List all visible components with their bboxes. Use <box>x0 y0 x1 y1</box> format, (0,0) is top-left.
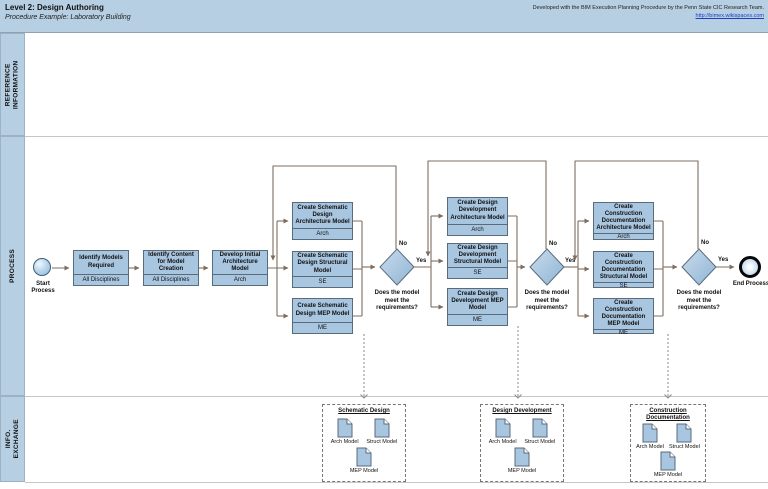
document-label: MEP Model <box>507 467 537 474</box>
document: Struct Model <box>524 418 555 445</box>
task-role: ME <box>473 317 482 323</box>
end-event-label: End Process <box>732 281 768 287</box>
document-label: Struct Model <box>669 443 700 450</box>
lane-info-exchange: INFO. EXCHANGE <box>0 396 25 482</box>
task-sd-arch: Create Schematic Design Architecture Mod… <box>292 202 353 240</box>
document: MEP Model <box>508 447 536 474</box>
lane-divider <box>25 482 768 483</box>
info-group-title: Construction Documentation <box>646 408 690 421</box>
task-identify-content: Identify Content for Model Creation All … <box>143 250 199 286</box>
document-icon <box>356 447 372 467</box>
document-label: Struct Model <box>524 438 556 445</box>
decision-diamond-construction-documentation <box>681 248 717 286</box>
info-exchange-design-development: Design Development Arch Model Struct Mod… <box>480 404 564 482</box>
data-flow-lines <box>360 326 672 399</box>
yes-label: Yes <box>416 258 427 264</box>
document-label: Arch Model <box>488 438 517 445</box>
task-cd-struct: Create Construction Documentation Struct… <box>593 251 654 290</box>
document: Struct Model <box>669 423 700 450</box>
document-icon <box>642 423 658 443</box>
start-event-label: Start Process <box>31 281 55 295</box>
decision-question: Does the model meet the requirements? <box>676 290 722 311</box>
document-label: MEP Model <box>653 471 683 478</box>
task-role: Arch <box>471 227 484 233</box>
yes-label: Yes <box>718 257 729 263</box>
lane-process: PROCESS <box>0 136 25 396</box>
document-icon <box>514 447 530 467</box>
no-label: No <box>549 241 557 247</box>
page-title: Level 2: Design Authoring <box>5 3 104 12</box>
document: Arch Model <box>636 423 664 450</box>
lane-divider <box>25 136 768 137</box>
credit-link[interactable]: http://bimex.wikispaces.com <box>695 13 764 19</box>
document: Struct Model <box>366 418 397 445</box>
task-dd-mep: Create Design Development MEP Model ME <box>447 288 508 326</box>
task-cd-mep: Create Construction Documentation MEP Mo… <box>593 298 654 337</box>
credit-text: Developed with the BIM Execution Plannin… <box>532 5 764 11</box>
document-icon <box>495 418 511 438</box>
task-role: SE <box>619 283 628 290</box>
info-group-title: Schematic Design <box>338 408 390 414</box>
document: MEP Model <box>350 447 378 474</box>
page-subtitle: Procedure Example: Laboratory Building <box>5 14 131 21</box>
task-sd-struct: Create Schematic Design Structural Model… <box>292 251 353 288</box>
task-role: All Disciplines <box>152 277 190 284</box>
task-role: Arch <box>316 231 329 237</box>
task-title: Identify Models Required <box>74 251 128 275</box>
document: MEP Model <box>654 451 682 478</box>
task-role: All Disciplines <box>82 277 120 283</box>
title-bar: Level 2: Design Authoring Procedure Exam… <box>0 0 768 33</box>
no-label: No <box>701 240 709 246</box>
decision-diamond-design-development <box>529 248 565 286</box>
task-title: Create Schematic Design Structural Model <box>293 252 352 277</box>
decision-question: Does the model meet the requirements? <box>524 290 570 311</box>
document-label: MEP Model <box>349 467 379 474</box>
task-title: Create Schematic Design Architecture Mod… <box>293 203 352 229</box>
decision-diamond-schematic <box>379 248 415 286</box>
task-role: SE <box>318 279 327 285</box>
start-event <box>33 258 51 276</box>
task-role: ME <box>619 330 628 337</box>
document-label: Arch Model <box>330 438 359 445</box>
info-exchange-schematic-design: Schematic Design Arch Model Struct Model <box>322 404 406 482</box>
lane-divider <box>25 396 768 397</box>
task-title: Create Design Development Structural Mod… <box>448 244 507 269</box>
document-label: Struct Model <box>366 438 398 445</box>
task-sd-mep: Create Schematic Design MEP Model ME <box>292 298 353 334</box>
no-label: No <box>399 241 407 247</box>
info-group-title: Design Development <box>492 408 552 414</box>
task-title: Create Design Development MEP Model <box>448 289 507 315</box>
task-role: SE <box>473 270 482 277</box>
document-label: Arch Model <box>636 443 664 450</box>
task-role: ME <box>318 325 327 331</box>
yes-label: Yes <box>565 258 576 264</box>
task-dd-arch: Create Design Development Architecture M… <box>447 197 508 236</box>
task-identify-models: Identify Models Required All Disciplines <box>73 250 129 286</box>
document-icon <box>532 418 548 438</box>
document-icon <box>676 423 692 443</box>
task-title: Create Design Development Architecture M… <box>448 198 507 225</box>
task-role: Arch <box>617 234 630 241</box>
document: Arch Model <box>489 418 517 445</box>
task-title: Create Construction Documentation Struct… <box>594 252 653 284</box>
decision-question: Does the model meet the requirements? <box>374 290 420 311</box>
flow-lines <box>52 160 735 319</box>
task-title: Create Construction Documentation MEP Mo… <box>594 299 653 331</box>
task-role: Arch <box>233 277 247 284</box>
task-cd-arch: Create Construction Documentation Archit… <box>593 202 654 240</box>
task-title: Develop Initial Architecture Model <box>213 251 267 276</box>
task-title: Create Schematic Design MEP Model <box>293 299 352 323</box>
end-event <box>739 256 761 278</box>
document: Arch Model <box>331 418 359 445</box>
document-icon <box>660 451 676 471</box>
task-title: Identify Content for Model Creation <box>144 251 198 276</box>
document-icon <box>374 418 390 438</box>
task-dd-struct: Create Design Development Structural Mod… <box>447 243 508 279</box>
info-exchange-construction-documentation: Construction Documentation Arch Model St… <box>630 404 706 482</box>
task-title: Create Construction Documentation Archit… <box>594 203 653 235</box>
task-develop-initial-arch: Develop Initial Architecture Model Arch <box>212 250 268 286</box>
document-icon <box>337 418 353 438</box>
lane-reference-information: REFERENCE INFORMATION <box>0 33 25 136</box>
